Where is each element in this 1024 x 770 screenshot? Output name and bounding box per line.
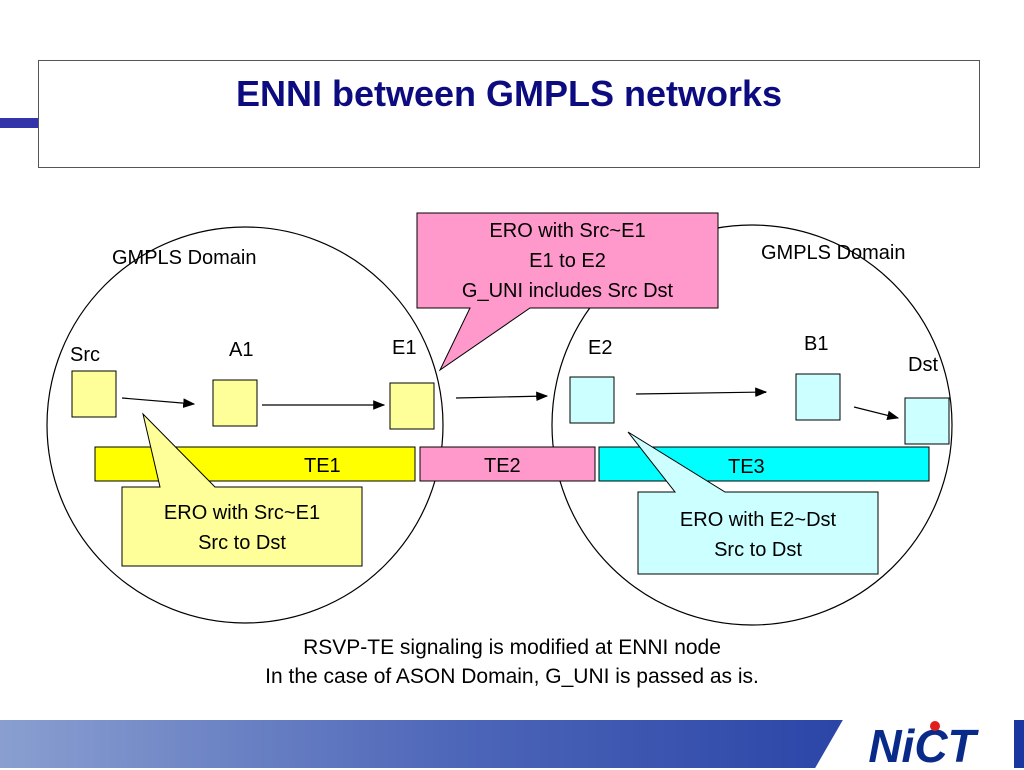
label-dst: Dst [908,354,938,376]
node-e2 [569,376,615,424]
label-te2: TE2 [484,455,521,477]
callout-right-line1: ERO with E2~Dst [679,509,837,531]
node-src [71,370,117,418]
label-te3: TE3 [728,456,765,478]
label-src: Src [70,344,100,366]
label-b1: B1 [804,333,829,355]
callout-right-shape [627,431,879,575]
caption-line1: RSVP-TE signaling is modified at ENNI no… [303,636,721,659]
label-e2: E2 [588,337,613,359]
arrow-e2-b1 [635,387,768,397]
left-domain-circle [46,226,444,624]
left-domain-label: GMPLS Domain [112,247,257,269]
right-domain-label: GMPLS Domain [761,242,906,264]
callout-top-shape [416,212,719,372]
callout-left-shape [121,412,363,567]
callout-top-line1: ERO with Src~E1 [489,220,646,242]
logo-dot-icon [930,721,940,731]
label-e1: E1 [392,337,417,359]
label-te1: TE1 [304,455,341,477]
callout-top-text: ERO with Src~E1 E1 to E2 G_UNI includes … [417,216,718,306]
right-domain-circle [551,224,953,626]
page-title: ENNI between GMPLS networks [235,73,783,114]
callout-left-line1: ERO with Src~E1 [163,502,321,524]
node-a1 [212,379,258,427]
caption-line2: In the case of ASON Domain, G_UNI is pas… [265,665,759,688]
title-accent-bar [0,118,40,128]
callout-left-line2: Src to Dst [198,532,286,554]
arrow-src-a1 [121,397,196,408]
callout-top-line3: G_UNI includes Src Dst [461,280,674,302]
callout-right-text: ERO with E2~Dst Src to Dst [638,505,878,565]
node-e1 [389,382,435,430]
arrow-e1-e2 [455,391,549,402]
caption: RSVP-TE signaling is modified at ENNI no… [0,633,1024,691]
te2-bar [419,446,596,482]
callout-left-text: ERO with Src~E1 Src to Dst [122,498,362,558]
callout-right-line2: Src to Dst [714,539,802,561]
title-box: ENNI between GMPLS networks [38,60,980,168]
arrow-b1-dst [853,406,900,421]
node-dst [904,397,950,445]
te1-bar [94,446,416,482]
callout-top-line2: E1 to E2 [529,250,606,272]
node-b1 [795,373,841,421]
logo-text: NiCT [868,720,979,770]
nict-logo: NiCT [814,718,1014,770]
label-a1: A1 [229,339,254,361]
